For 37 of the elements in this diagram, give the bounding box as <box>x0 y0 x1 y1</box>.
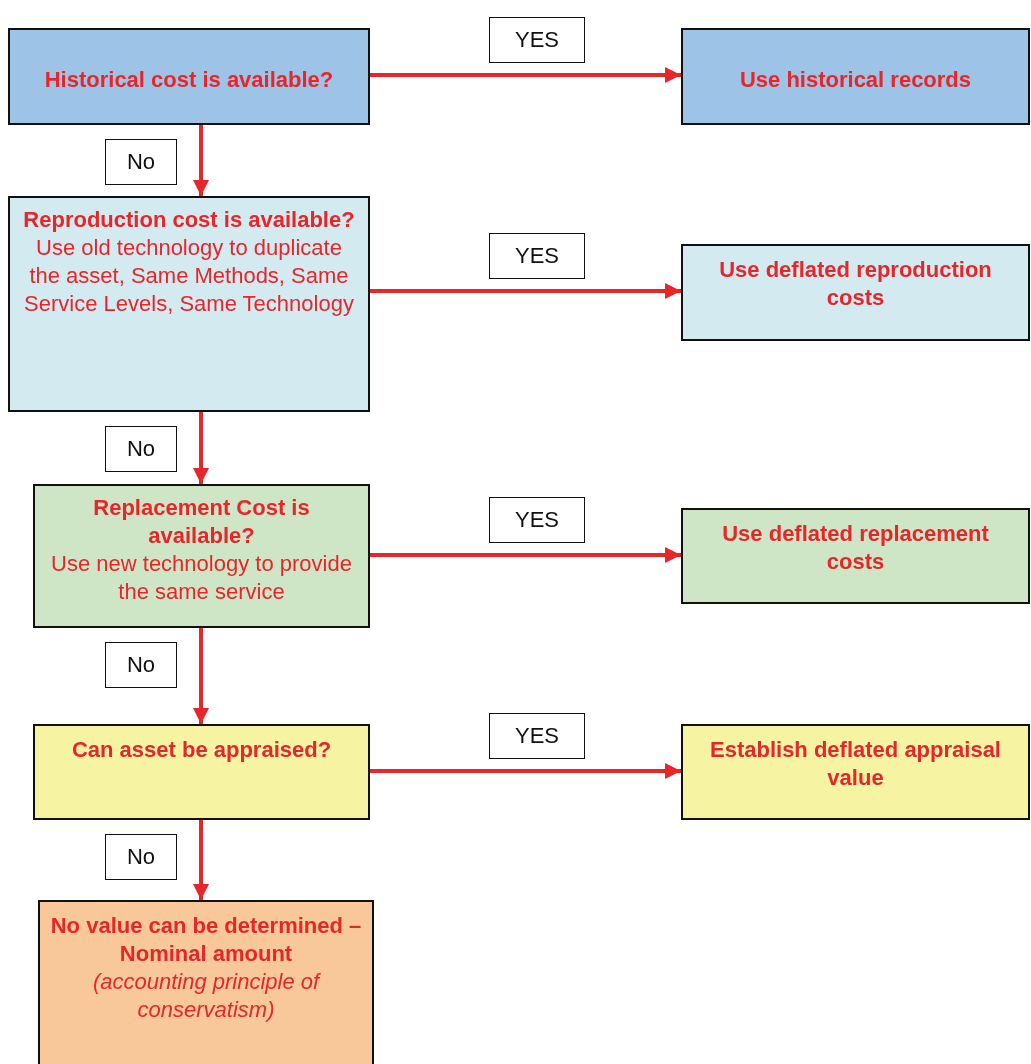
edge-label: No <box>105 642 177 688</box>
node-heading: Use historical records <box>738 66 973 94</box>
node-text: (accounting principle of conservatism) <box>91 968 322 1024</box>
process-box <box>681 724 1030 820</box>
process-box <box>681 244 1030 341</box>
arrow <box>370 763 681 779</box>
node-heading: Establish deflated appraisal value <box>709 736 1002 792</box>
arrow <box>193 125 209 196</box>
node-heading: Replacement Cost is available? <box>92 494 311 550</box>
arrow <box>193 628 209 724</box>
process-box <box>681 508 1030 604</box>
edge-label: YES <box>489 497 585 543</box>
edge-label: No <box>105 426 177 472</box>
decision-box <box>8 28 370 125</box>
node-heading: Reproduction cost is available? <box>22 206 356 234</box>
node-text: Use new technology to provide the same service <box>50 550 353 606</box>
arrow <box>370 283 681 299</box>
edge-label: No <box>105 139 177 185</box>
node-text: Use old technology to duplicate the asset, Same Methods, Same Service Levels, Same Technology <box>23 234 355 318</box>
edge-label: YES <box>489 713 585 759</box>
arrow <box>370 67 681 83</box>
node-heading: Use deflated reproduction costs <box>718 256 993 312</box>
decision-box <box>33 484 370 628</box>
arrow <box>370 547 681 563</box>
node-heading: No value can be determined – Nominal amount <box>49 912 363 968</box>
edge-label: No <box>105 834 177 880</box>
arrow <box>193 412 209 484</box>
node-heading: Historical cost is available? <box>43 66 335 94</box>
edge-label: YES <box>489 17 585 63</box>
node-heading: Use deflated replacement costs <box>721 520 990 576</box>
node-heading: Can asset be appraised? <box>70 736 333 764</box>
terminal-box <box>38 900 374 1064</box>
edge-label: YES <box>489 233 585 279</box>
decision-box <box>33 724 370 820</box>
arrow <box>193 820 209 900</box>
decision-box <box>8 196 370 412</box>
process-box <box>681 28 1030 125</box>
